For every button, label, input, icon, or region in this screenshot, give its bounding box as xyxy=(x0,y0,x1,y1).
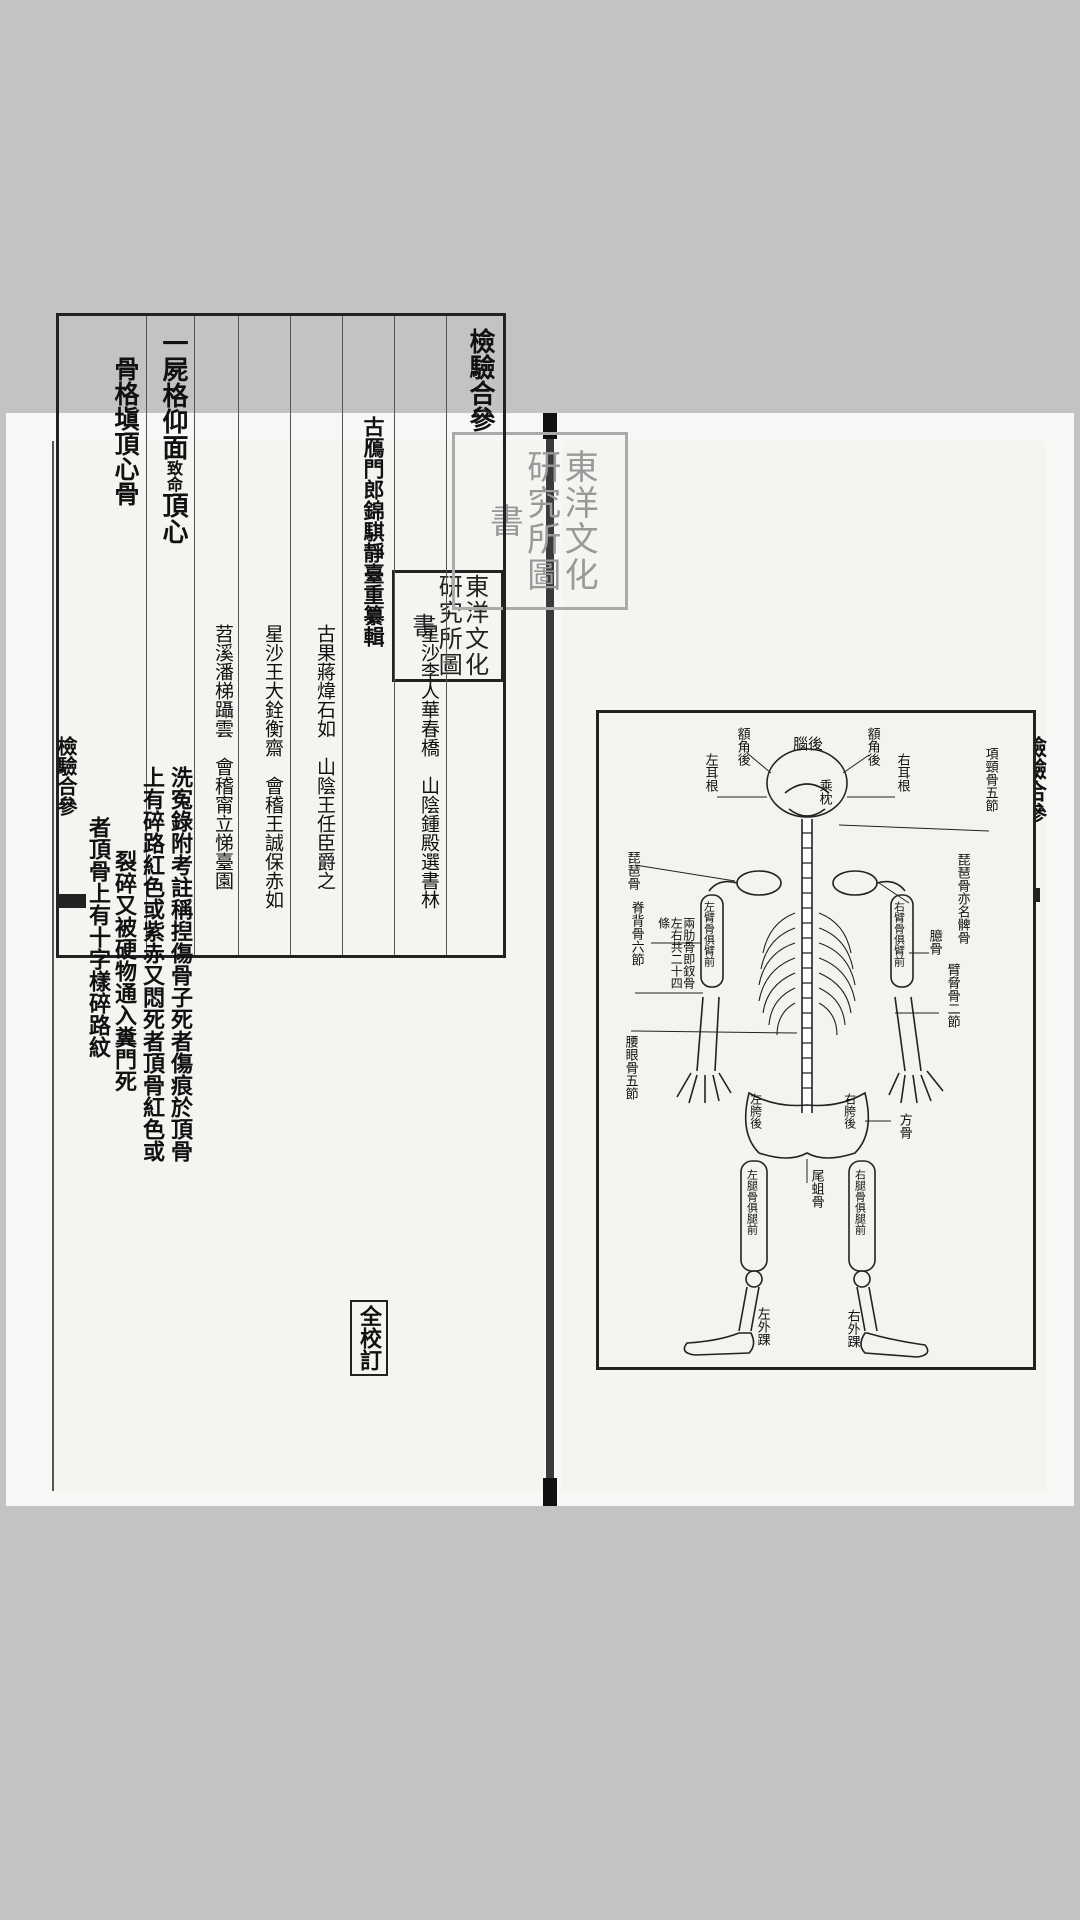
label-right-ankle: 右外踝 xyxy=(844,1309,860,1348)
label-coccyx: 尾蛆骨 xyxy=(808,1169,824,1208)
label-square-bone: 方骨 xyxy=(896,1113,912,1139)
label-left-thigh: 左腿骨俱腿前 xyxy=(745,1169,759,1235)
label-right-thigh: 右腿骨俱腿前 xyxy=(853,1169,867,1235)
body-line-2: 上有碎路紅色或紫赤又悶死者頂骨紅色或 xyxy=(139,766,165,1162)
text-frame: 檢驗合參 星沙李人華春橋 山陰鍾殿選書林 古鴈門郎錦騏靜臺重纂輯 古果蔣煒石如 … xyxy=(56,313,506,958)
label-ribs: 兩肋骨即釵骨左右共二十四條 xyxy=(656,917,696,989)
body-line-4: 者頂骨上有十字樣碎路紋 xyxy=(85,816,111,1058)
label-neck: 項頸骨五節 xyxy=(982,747,998,812)
left-page xyxy=(52,441,544,1491)
editors-column-1: 星沙李人華春橋 山陰鍾殿選書林 xyxy=(395,316,447,955)
label-left-hip: 左胯後 xyxy=(748,1093,763,1129)
label-right-forearm: 臂脅骨二節 xyxy=(944,963,960,1028)
label-head-back: 腦後 xyxy=(793,735,824,753)
editors-column-2: 古果蔣煒石如 山陰王任臣爵之 xyxy=(291,316,343,955)
label-left-scapula: 琵琶骨 xyxy=(624,851,640,890)
label-elbow: 臆骨 xyxy=(926,929,942,955)
author-column: 古鴈門郎錦騏靜臺重纂輯 xyxy=(343,316,395,955)
book-gutter xyxy=(546,413,554,1506)
label-lumbar: 腰眼骨五節 xyxy=(622,1035,638,1100)
label-right-upper-arm: 右臂骨俱臂前 xyxy=(892,901,906,967)
body-line-1: 洗寃錄附考註稱揑傷骨子死者傷痕於頂骨 xyxy=(167,766,193,1162)
skeleton-diagram: 腦後 額角後 額角後 乘枕 左耳根 右耳根 項頸骨五節 琵琶骨 琵琶骨亦名髀骨 … xyxy=(596,710,1036,1370)
left-margin-title: 檢驗合參 xyxy=(54,736,78,816)
gutter-bottom-mark xyxy=(543,1478,557,1506)
label-right-scapula: 琵琶骨亦名髀骨 xyxy=(954,853,970,944)
body-line-3: 裂碎又被硬物通入糞門死 xyxy=(111,850,137,1092)
author-line: 古鴈門郎錦騏靜臺重纂輯 xyxy=(361,416,386,647)
library-seal: 東洋文化研究所圖書 xyxy=(392,570,504,682)
heading-column-2: 骨格塡頂心骨 xyxy=(101,316,147,955)
skeleton-figure xyxy=(630,748,990,1358)
margin-fishtail-left xyxy=(56,894,86,908)
heading-column-1: 一屍格仰面致命頂心 xyxy=(147,316,195,955)
editors-column-4: 苕溪潘梯躡雲 會稽甯立悌臺園 xyxy=(195,316,239,955)
label-left-upper-arm: 左臂骨俱臂前 xyxy=(702,901,716,967)
label-right-ear: 右耳根 xyxy=(894,753,910,792)
title-column: 檢驗合參 xyxy=(447,316,503,955)
label-spine: 脊背骨六節 xyxy=(628,901,644,966)
library-seal-faded: 東洋文化研究所圖書 xyxy=(452,432,628,610)
label-right-hip: 右胯後 xyxy=(842,1093,857,1129)
label-left-ankle: 左外踝 xyxy=(754,1307,770,1346)
skull-shape xyxy=(766,748,848,818)
editors-column-3: 星沙王大銓衡齋 會稽王誠保赤如 xyxy=(239,316,291,955)
collation-mark: 全校訂 xyxy=(350,1300,388,1376)
label-right-forehead: 額角後 xyxy=(864,727,880,766)
label-occiput: 乘枕 xyxy=(816,779,832,805)
label-left-ear: 左耳根 xyxy=(702,753,718,792)
book-title: 檢驗合參 xyxy=(465,328,495,432)
label-left-forehead: 額角後 xyxy=(734,727,750,766)
